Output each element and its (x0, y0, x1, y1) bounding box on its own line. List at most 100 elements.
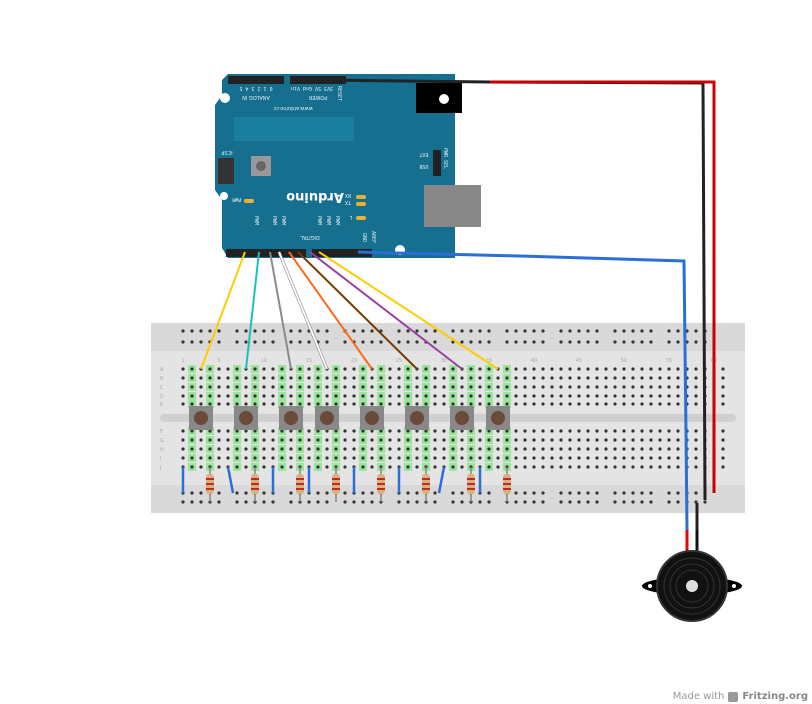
breadboard-hole (433, 429, 437, 433)
breadboard-hole (658, 367, 662, 371)
breadboard-hole (595, 367, 599, 371)
breadboard-hole (316, 402, 320, 406)
pushbutton[interactable] (189, 406, 213, 430)
rail-hole (460, 329, 464, 333)
breadboard-hole (478, 367, 482, 371)
breadboard-hole (442, 438, 446, 442)
breadboard-hole (235, 456, 239, 460)
tx-label: TX (345, 199, 351, 205)
rail-hole (667, 329, 671, 333)
rail-hole (532, 500, 536, 504)
breadboard-hole (487, 385, 491, 389)
rail-hole (343, 500, 347, 504)
breadboard-hole (721, 376, 725, 380)
breadboard-hole (415, 385, 419, 389)
resistor (296, 467, 304, 502)
rail-hole (190, 329, 194, 333)
breadboard-hole (523, 465, 527, 469)
rail-hole (343, 340, 347, 344)
pushbutton[interactable] (315, 406, 339, 430)
breadboard-hole (451, 402, 455, 406)
column-label: 45 (576, 358, 582, 364)
pushbutton[interactable] (405, 406, 429, 430)
breadboard-hole (676, 429, 680, 433)
pushbutton[interactable] (486, 406, 510, 430)
breadboard-hole (343, 394, 347, 398)
pushbutton[interactable] (360, 406, 384, 430)
rail-hole (532, 340, 536, 344)
pushbutton[interactable] (234, 406, 258, 430)
breadboard-hole (217, 447, 221, 451)
breadboard-hole (361, 456, 365, 460)
breadboard-hole (226, 367, 230, 371)
breadboard-hole (199, 438, 203, 442)
breadboard-hole (586, 376, 590, 380)
rail-hole (577, 340, 581, 344)
breadboard-hole (649, 376, 653, 380)
signal-wire-blue[interactable] (357, 250, 689, 531)
l-label: L (349, 214, 352, 220)
rail-hole (568, 491, 572, 495)
breadboard-hole (208, 394, 212, 398)
breadboard-hole (541, 385, 545, 389)
breadboard-hole (505, 367, 509, 371)
breadboard-hole (190, 438, 194, 442)
breadboard-hole (334, 376, 338, 380)
analog-pins-label: 0 1 2 3 4 5 (239, 85, 272, 91)
rail-hole (325, 500, 329, 504)
breadboard-hole (568, 465, 572, 469)
breadboard-hole (460, 465, 464, 469)
resistor (377, 467, 385, 502)
rail-hole (460, 500, 464, 504)
rail-hole (307, 340, 311, 344)
buzzer-ring (663, 557, 721, 615)
breadboard-hole (550, 447, 554, 451)
rail-hole (577, 491, 581, 495)
breadboard-hole (442, 367, 446, 371)
breadboard-hole (334, 447, 338, 451)
pwm-pin10-label: PWM (325, 216, 331, 225)
rail-hole (361, 491, 365, 495)
breadboard-hole (568, 438, 572, 442)
power-wire-red[interactable] (490, 80, 716, 335)
pushbutton[interactable] (279, 406, 303, 430)
rail-hole (667, 491, 671, 495)
rail-hole (595, 491, 599, 495)
rail-hole (586, 491, 590, 495)
breadboard-hole (514, 465, 518, 469)
breadboard-hole (271, 402, 275, 406)
rail-hole (244, 500, 248, 504)
breadboard-hole (280, 367, 284, 371)
mount-hole (220, 192, 228, 200)
breadboard-hole (370, 394, 374, 398)
breadboard-hole (487, 402, 491, 406)
gnd-label: GND (361, 233, 367, 242)
breadboard-hole (568, 367, 572, 371)
breadboard-hole (253, 385, 257, 389)
rail-hole (244, 491, 248, 495)
breadboard-hole (640, 385, 644, 389)
breadboard-hole (514, 438, 518, 442)
breadboard-hole (397, 402, 401, 406)
column-label: 1 (181, 358, 184, 364)
aref-label: AREF (370, 231, 376, 243)
breadboard-hole (343, 367, 347, 371)
breadboard-hole (397, 385, 401, 389)
breadboard-hole (298, 394, 302, 398)
breadboard-hole (181, 402, 185, 406)
resistor-band (422, 483, 430, 485)
rail-hole (676, 329, 680, 333)
breadboard-hole (676, 402, 680, 406)
resistor (206, 467, 214, 502)
breadboard-hole (595, 456, 599, 460)
rail-hole (640, 340, 644, 344)
breadboard-hole (253, 438, 257, 442)
breadboard-hole (550, 456, 554, 460)
breadboard-hole (514, 394, 518, 398)
breadboard-hole (307, 402, 311, 406)
breadboard-hole (316, 429, 320, 433)
rail-hole (451, 329, 455, 333)
pushbutton[interactable] (450, 406, 474, 430)
breadboard-hole (280, 385, 284, 389)
resistor-band (377, 478, 385, 480)
